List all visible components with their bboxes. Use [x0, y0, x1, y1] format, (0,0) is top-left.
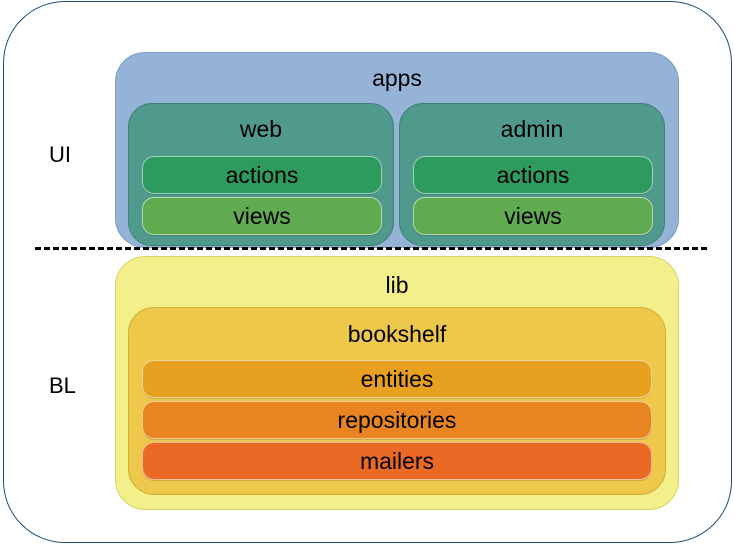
bookshelf-module: bookshelf entities repositories mailers [128, 307, 666, 495]
admin-module: admin actions views [399, 103, 665, 246]
bl-layer-label: BL [49, 373, 76, 398]
bookshelf-entities: entities [142, 360, 652, 398]
ui-layer-label: UI [49, 142, 71, 167]
bookshelf-repositories: repositories [142, 401, 652, 439]
admin-actions: actions [413, 156, 653, 194]
web-title: web [239, 116, 283, 142]
apps-title: apps [372, 65, 422, 91]
web-module: web actions views [128, 103, 394, 246]
web-actions: actions [142, 156, 382, 194]
bookshelf-mailers: mailers [142, 442, 652, 480]
web-views: views [142, 197, 382, 235]
layer-divider [35, 247, 707, 250]
lib-title: lib [385, 272, 409, 298]
admin-views: views [413, 197, 653, 235]
bookshelf-title: bookshelf [347, 321, 447, 347]
admin-title: admin [500, 116, 564, 142]
